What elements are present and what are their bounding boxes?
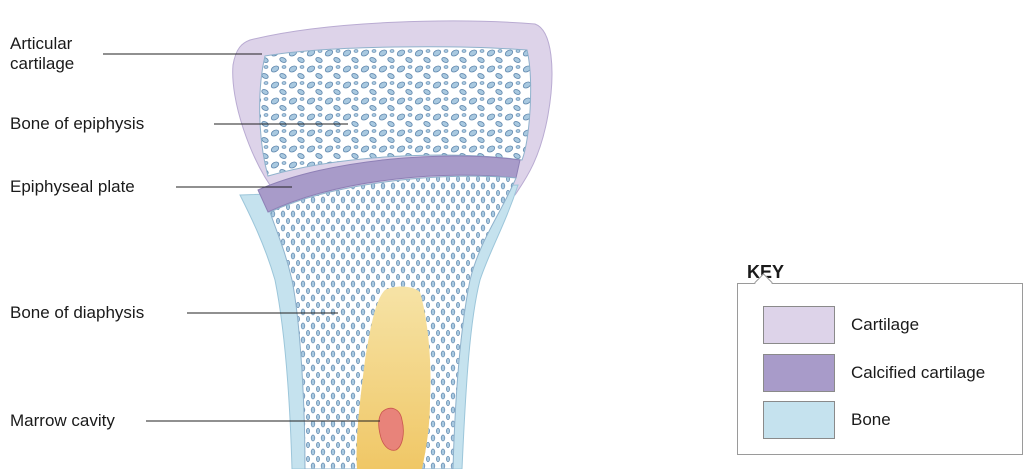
key-label-calcified-cartilage: Calcified cartilage: [851, 363, 985, 383]
key-swatch-cartilage: [763, 306, 835, 344]
label-articular-line1: Articular: [10, 34, 72, 54]
label-bone-of-epiphysis: Bone of epiphysis: [10, 114, 144, 134]
key-label-cartilage: Cartilage: [851, 315, 919, 335]
label-bone-of-diaphysis: Bone of diaphysis: [10, 303, 144, 323]
label-articular-line2: cartilage: [10, 54, 74, 74]
key-swatch-calcified-cartilage: [763, 354, 835, 392]
key-swatch-bone: [763, 401, 835, 439]
label-epiphyseal-plate: Epiphyseal plate: [10, 177, 135, 197]
label-marrow-cavity: Marrow cavity: [10, 411, 115, 431]
key-label-bone: Bone: [851, 410, 891, 430]
